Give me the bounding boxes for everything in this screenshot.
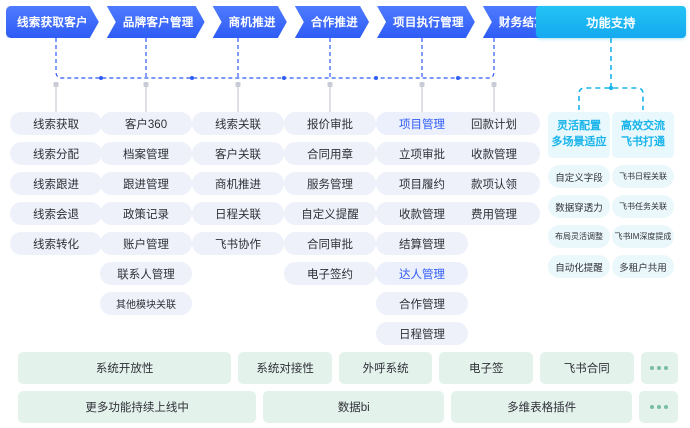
feature-column-5: 项目管理立项审批项目履约收款管理结算管理达人管理合作管理日程管理 bbox=[376, 112, 468, 345]
feature-pill[interactable]: 项目管理 bbox=[376, 112, 468, 135]
feature-pill[interactable]: 服务管理 bbox=[284, 172, 376, 195]
feature-pill[interactable]: 合作管理 bbox=[376, 292, 468, 315]
feature-pill[interactable]: 线索跟进 bbox=[10, 172, 102, 195]
feature-pill[interactable]: 费用管理 bbox=[448, 202, 540, 225]
support-pill[interactable]: 自动化提醒 bbox=[548, 255, 610, 278]
feature-pill[interactable]: 其他模块关联 bbox=[100, 292, 192, 315]
flow-tab-4[interactable]: 合作推进 bbox=[295, 6, 369, 38]
feature-column-4: 报价审批合同用章服务管理自定义提醒合同审批电子签约 bbox=[284, 112, 376, 285]
support-title-line2: 多场景适应 bbox=[551, 136, 607, 148]
feature-pill[interactable]: 达人管理 bbox=[376, 262, 468, 285]
feature-pill[interactable]: 日程管理 bbox=[376, 322, 468, 345]
feature-pill[interactable]: 合同用章 bbox=[284, 142, 376, 165]
flow-tab-1[interactable]: 线索获取客户 bbox=[6, 6, 99, 38]
flow-tab-5[interactable]: 项目执行管理 bbox=[377, 6, 475, 38]
feature-pill[interactable]: 项目履约 bbox=[376, 172, 468, 195]
feature-pill[interactable]: 账户管理 bbox=[100, 232, 192, 255]
flow-tab-3[interactable]: 商机推进 bbox=[213, 6, 287, 38]
feature-pill[interactable]: 收款管理 bbox=[448, 142, 540, 165]
feature-pill[interactable]: 款项认领 bbox=[448, 172, 540, 195]
feature-column-2: 客户360 档案管理跟进管理政策记录账户管理联系人管理其他模块关联 bbox=[100, 112, 192, 315]
feature-pill[interactable]: 线索分配 bbox=[10, 142, 102, 165]
feature-pill[interactable]: 政策记录 bbox=[100, 202, 192, 225]
flow-tab-bar: 线索获取客户 品牌客户管理 商机推进 合作推进 项目执行管理 财务结算 bbox=[6, 6, 565, 38]
support-pill[interactable]: 飞书日程关联 bbox=[612, 165, 674, 188]
feature-pill[interactable]: 电子签约 bbox=[284, 262, 376, 285]
feature-pill[interactable]: 线索转化 bbox=[10, 232, 102, 255]
feature-column-6: 回款计划收款管理款项认领费用管理 bbox=[448, 112, 540, 225]
bottom-cell[interactable]: 系统对接性 bbox=[238, 352, 332, 384]
bottom-cell[interactable]: 更多功能持续上线中 bbox=[18, 391, 257, 423]
support-column-1: 灵活配置多场景适应自定义字段数据穿透力布局灵活调整自动化提醒 bbox=[548, 112, 610, 278]
feature-pill[interactable]: 回款计划 bbox=[448, 112, 540, 135]
support-title-line2: 飞书打通 bbox=[621, 136, 665, 148]
feature-pill[interactable]: 客户360 bbox=[100, 112, 192, 135]
feature-column-1: 线索获取线索分配线索跟进线索会退线索转化 bbox=[10, 112, 102, 255]
support-column-2: 高效交流飞书打通飞书日程关联飞书任务关联飞书IM深度提成多租户共用 bbox=[612, 112, 674, 278]
feature-pill[interactable]: 档案管理 bbox=[100, 142, 192, 165]
feature-pill[interactable]: 线索会退 bbox=[10, 202, 102, 225]
feature-pill[interactable]: 商机推进 bbox=[192, 172, 284, 195]
bottom-cell[interactable]: 多维表格插件 bbox=[451, 391, 633, 423]
flow-tab-2[interactable]: 品牌客户管理 bbox=[107, 6, 205, 38]
support-pill[interactable]: 数据穿透力 bbox=[548, 195, 610, 218]
feature-pill[interactable]: 自定义提醒 bbox=[284, 202, 376, 225]
feature-pill[interactable]: 收款管理 bbox=[376, 202, 468, 225]
support-header[interactable]: 功能支持 bbox=[536, 6, 686, 38]
support-group-title[interactable]: 灵活配置多场景适应 bbox=[548, 112, 610, 158]
feature-pill[interactable]: 飞书协作 bbox=[192, 232, 284, 255]
feature-pill[interactable]: 日程关联 bbox=[192, 202, 284, 225]
feature-pill[interactable]: 合同审批 bbox=[284, 232, 376, 255]
ellipsis-icon bbox=[649, 405, 668, 409]
support-pill[interactable]: 自定义字段 bbox=[548, 165, 610, 188]
bottom-cell[interactable]: 飞书合同 bbox=[540, 352, 634, 384]
support-pill[interactable]: 多租户共用 bbox=[612, 255, 674, 278]
feature-pill[interactable]: 线索获取 bbox=[10, 112, 102, 135]
bottom-more-button[interactable] bbox=[639, 391, 678, 423]
bottom-cell[interactable]: 电子签 bbox=[439, 352, 534, 384]
support-title-line1: 灵活配置 bbox=[557, 120, 601, 133]
bottom-row-1: 系统开放性系统对接性外呼系统电子签飞书合同 bbox=[18, 352, 678, 384]
support-pill[interactable]: 飞书IM深度提成 bbox=[612, 225, 674, 248]
feature-pill[interactable]: 结算管理 bbox=[376, 232, 468, 255]
bottom-cell[interactable]: 数据bi bbox=[263, 391, 445, 423]
feature-pill[interactable]: 线索关联 bbox=[192, 112, 284, 135]
feature-pill[interactable]: 客户关联 bbox=[192, 142, 284, 165]
ellipsis-icon bbox=[650, 366, 669, 370]
support-title-line1: 高效交流 bbox=[621, 120, 665, 133]
feature-pill[interactable]: 立项审批 bbox=[376, 142, 468, 165]
support-pill[interactable]: 布局灵活调整 bbox=[548, 225, 610, 248]
feature-pill[interactable]: 跟进管理 bbox=[100, 172, 192, 195]
feature-pill[interactable]: 联系人管理 bbox=[100, 262, 192, 285]
support-pill[interactable]: 飞书任务关联 bbox=[612, 195, 674, 218]
bottom-more-button[interactable] bbox=[640, 352, 678, 384]
feature-column-3: 线索关联客户关联商机推进日程关联飞书协作 bbox=[192, 112, 284, 255]
feature-pill[interactable]: 报价审批 bbox=[284, 112, 376, 135]
bottom-cell[interactable]: 外呼系统 bbox=[338, 352, 433, 384]
bottom-cell[interactable]: 系统开放性 bbox=[18, 352, 232, 384]
support-group-title[interactable]: 高效交流飞书打通 bbox=[612, 112, 674, 158]
